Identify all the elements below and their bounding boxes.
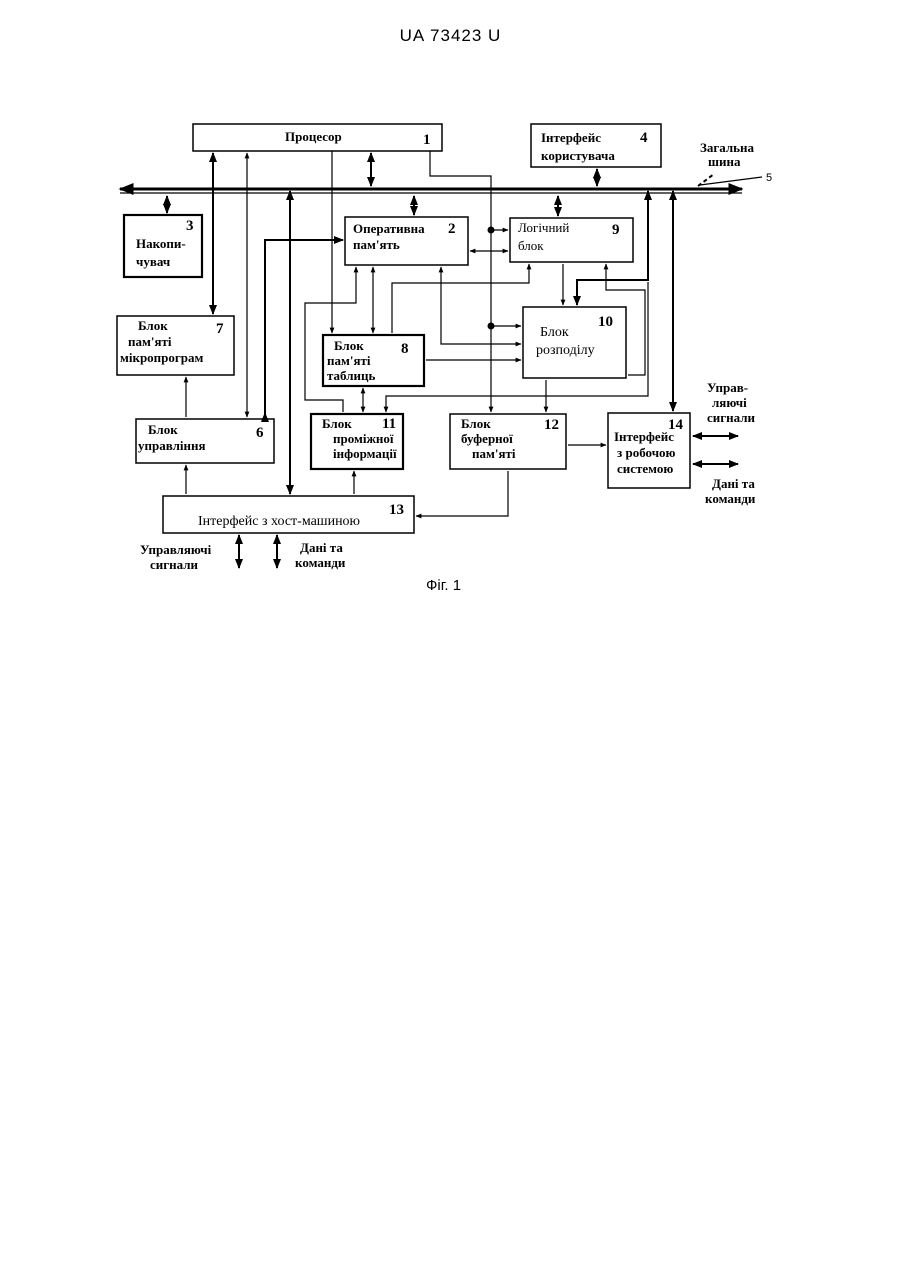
right-control-label-3: сигнали bbox=[707, 410, 756, 425]
block-microprogram-memory-line-1: Блок bbox=[138, 318, 168, 333]
block-microprogram-memory-line-3: мікропрограм bbox=[120, 350, 204, 365]
block-logic-unit-number: 9 bbox=[612, 222, 620, 238]
block-distribution-unit-line-2: розподілу bbox=[536, 343, 595, 358]
right-control-label-2: ляючі bbox=[712, 395, 747, 410]
bus-label-1: Загальна bbox=[700, 140, 755, 155]
block-work-system-interface-line-3: системою bbox=[617, 461, 673, 476]
block-storage-line-2: чувач bbox=[136, 254, 170, 269]
block-control-unit-line-2: управління bbox=[138, 438, 206, 453]
block-processor-number: 1 bbox=[423, 132, 431, 148]
block-storage-number: 3 bbox=[186, 218, 194, 234]
block-intermediate-info-line-2: проміжної bbox=[333, 431, 394, 446]
block-host-interface: Інтерфейс з хост-машиною 13 bbox=[163, 496, 414, 533]
block-intermediate-info-line-3: інформації bbox=[333, 446, 397, 461]
block-table-memory-number: 8 bbox=[401, 341, 409, 357]
block-control-unit: Блок управління 6 bbox=[136, 419, 274, 463]
block-control-unit-line-1: Блок bbox=[148, 422, 178, 437]
block-buffer-memory-line-1: Блок bbox=[461, 416, 491, 431]
right-control-label-1: Управ- bbox=[707, 380, 748, 395]
right-data-label-1: Дані та bbox=[712, 476, 755, 491]
block-work-system-interface-line-1: Інтерфейс bbox=[614, 429, 674, 444]
block-processor-label: Процесор bbox=[285, 129, 342, 144]
block-logic-unit-line-1: Логічний bbox=[518, 220, 569, 235]
bottom-control-label-2: сигнали bbox=[150, 557, 199, 572]
block-distribution-unit: 10 Блок розподілу bbox=[523, 307, 626, 378]
block-ram: Оперативна пам'ять 2 bbox=[345, 217, 468, 265]
block-table-memory-line-1: Блок bbox=[334, 338, 364, 353]
block-ram-line-2: пам'ять bbox=[353, 237, 400, 252]
block-logic-unit-line-2: блок bbox=[518, 238, 544, 253]
block-table-memory: Блок пам'яті таблиць 8 bbox=[323, 335, 424, 386]
block-host-interface-label: Інтерфейс з хост-машиною bbox=[198, 514, 360, 529]
block-buffer-memory: Блок буферної пам'яті 12 bbox=[450, 414, 566, 469]
block-storage: 3 Накопи- чувач bbox=[124, 215, 202, 277]
block-microprogram-memory: Блок пам'яті мікропрограм 7 bbox=[117, 316, 234, 375]
bus-label-2: шина bbox=[708, 154, 741, 169]
bus-leader-line bbox=[700, 177, 762, 185]
bottom-data-label-2: команди bbox=[295, 555, 346, 570]
block-table-memory-line-3: таблиць bbox=[327, 368, 375, 383]
block-distribution-unit-number: 10 bbox=[598, 314, 613, 330]
bottom-data-label-1: Дані та bbox=[300, 540, 343, 555]
block-processor: Процесор 1 bbox=[193, 124, 442, 151]
block-table-memory-line-2: пам'яті bbox=[327, 353, 371, 368]
block-buffer-memory-line-2: буферної bbox=[461, 431, 513, 446]
block-user-interface-line-1: Інтерфейс bbox=[541, 130, 601, 145]
right-data-label-2: команди bbox=[705, 491, 756, 506]
block-user-interface: Інтерфейс користувача 4 bbox=[531, 124, 661, 167]
bus-number: 5 bbox=[766, 172, 772, 184]
block-intermediate-info-number: 11 bbox=[382, 416, 396, 432]
block-ram-line-1: Оперативна bbox=[353, 221, 425, 236]
block-work-system-interface-line-2: з робочою bbox=[617, 445, 676, 460]
block-user-interface-number: 4 bbox=[640, 130, 648, 146]
figure-caption: Фіг. 1 bbox=[426, 577, 461, 594]
block-buffer-memory-number: 12 bbox=[544, 417, 559, 433]
block-storage-line-1: Накопи- bbox=[136, 236, 186, 251]
block-host-interface-number: 13 bbox=[389, 502, 404, 518]
block-buffer-memory-line-3: пам'яті bbox=[472, 446, 516, 461]
block-intermediate-info: Блок проміжної інформації 11 bbox=[311, 414, 403, 469]
block-intermediate-info-line-1: Блок bbox=[322, 416, 352, 431]
block-control-unit-number: 6 bbox=[256, 425, 264, 441]
block-work-system-interface: 14 Інтерфейс з робочою системою bbox=[608, 413, 690, 488]
bottom-control-label-1: Управляючі bbox=[140, 542, 212, 557]
block-microprogram-memory-number: 7 bbox=[216, 321, 224, 337]
block-microprogram-memory-line-2: пам'яті bbox=[128, 334, 172, 349]
block-logic-unit: Логічний блок 9 bbox=[510, 218, 633, 262]
block-ram-number: 2 bbox=[448, 221, 456, 237]
block-distribution-unit-line-1: Блок bbox=[540, 325, 569, 340]
block-user-interface-line-2: користувача bbox=[541, 148, 615, 163]
